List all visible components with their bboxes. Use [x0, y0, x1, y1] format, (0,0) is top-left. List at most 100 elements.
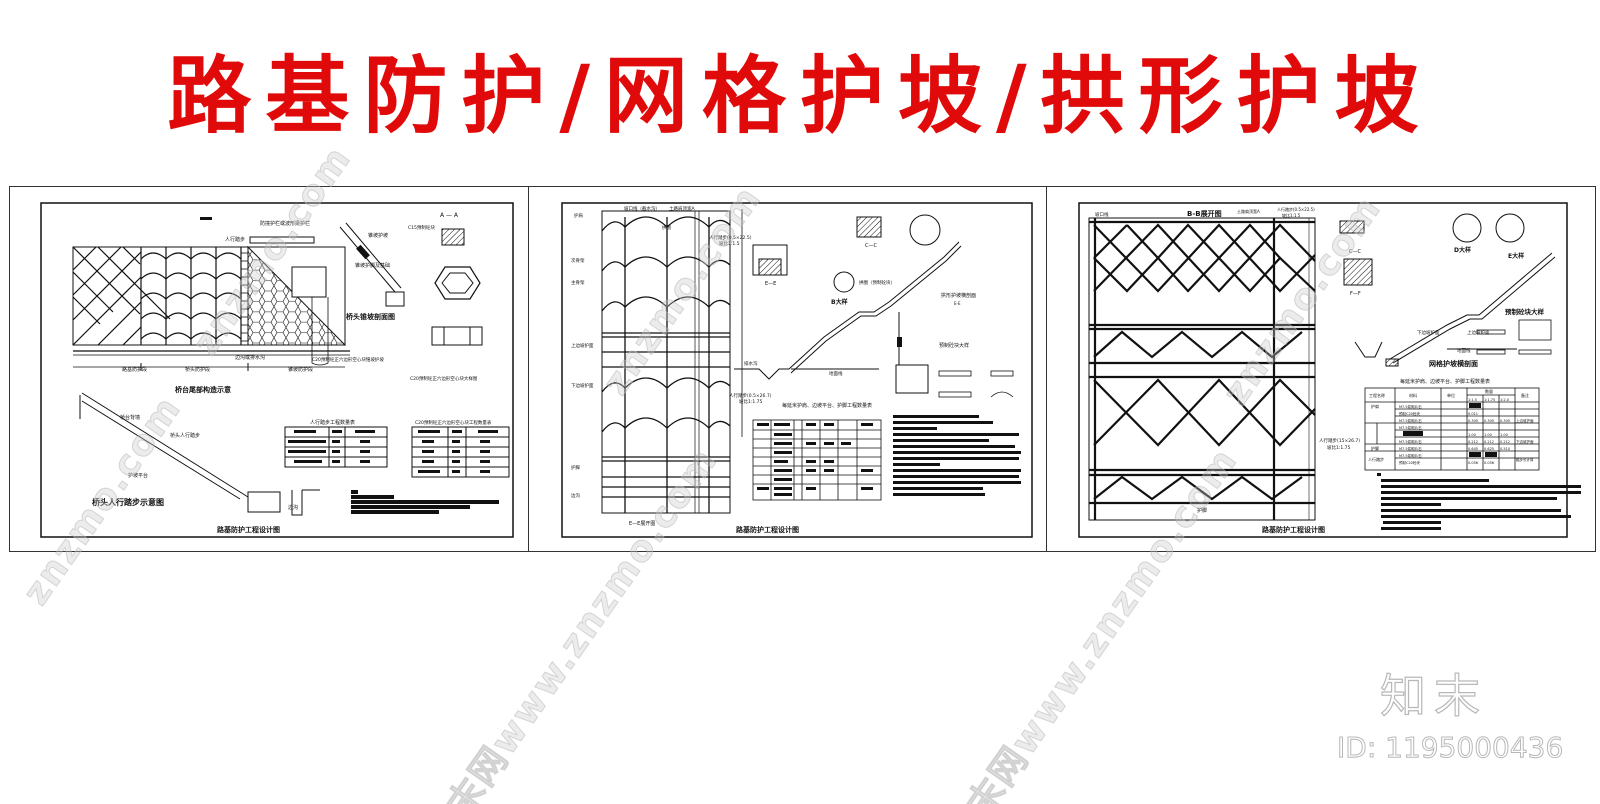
sheet-caption-2: 路基防护工程设计图: [736, 525, 799, 534]
label-bridgehead-steps: 桥头人行踏步: [170, 432, 200, 439]
section-title-2: 拱形护坡横剖面: [941, 292, 976, 299]
th-note: 备注: [1521, 392, 1529, 398]
label-toe-3: 护脚: [1197, 507, 1207, 514]
label-ditch: 边沟: [288, 504, 298, 511]
cell-value: 1.00: [1500, 433, 1508, 437]
th-unit: 单位: [1447, 392, 1455, 398]
label-stair-spec-2: 人行踏步(0.5×26.7): [729, 392, 772, 399]
sheet-caption-1: 路基防护工程设计图: [217, 525, 280, 534]
label-slope-ratio-3b: 坡比1:1.75: [1327, 444, 1351, 451]
label-arch-zone: 桥头防护段: [185, 366, 210, 373]
label-secondary-rib: 次骨架: [571, 257, 585, 264]
th-ratio-3: 1:2.0: [1500, 398, 1509, 402]
sheet-panel-3: B-B展开图 坡口线 土路肩顶宽A 人行踏步(0.5×22.5) 坡比1:1.5…: [1046, 187, 1597, 551]
cad-drawing-1: 路基防护段 桥头防护段 锥坡防护段 防撞护栏或波形梁护栏 人行踏步 边沟或排水沟…: [40, 202, 514, 538]
cell-note: 踏步长计算: [1516, 457, 1534, 462]
label-drain-ditch: 排水沟: [744, 360, 758, 367]
plan-title-3: B-B展开图: [1187, 209, 1222, 218]
th-name: 工程名称: [1369, 392, 1385, 398]
cell-note: 下边坡护面: [1516, 439, 1534, 444]
label-shoulder: 护肩: [574, 212, 583, 219]
cell-material: M7.5浆砌片石: [1399, 439, 1422, 444]
th-quantity: 数量: [1485, 388, 1493, 394]
cell-value: 0.625: [1484, 447, 1494, 451]
label-top-shoulder: 土路肩顶宽A: [669, 205, 695, 212]
cc-title: C—C: [865, 243, 877, 249]
detail-e-title: E大样: [1508, 252, 1524, 260]
label-stair-spec-3b: 人行踏步(15×26.7): [1319, 437, 1360, 444]
label-stair-spec: 人行踏步(0.5×22.5): [709, 234, 752, 241]
precast-detail-title: 预制砼块大样: [939, 342, 969, 349]
cell-material: M7.5浆砌片石: [1399, 418, 1422, 423]
cell-material: M7.5浆砌片石: [1399, 446, 1422, 451]
label-drain: 边沟或排水沟: [235, 354, 265, 361]
cell-material: M7.5浆砌片石: [1399, 425, 1422, 430]
ee-title: E—E: [765, 281, 776, 287]
cell-value: 0.305: [1468, 419, 1478, 423]
label-slope-ratio: 坡比1:1.5: [719, 240, 740, 247]
cell-material: 预制C20砼块: [1399, 460, 1420, 465]
cell-material: M7.5浆砌片石: [1399, 453, 1422, 458]
label-cone-protect: 锥坡护坡: [368, 232, 388, 239]
label-arch-ring: 拱圈: [662, 224, 671, 231]
label-precast-c15: C15预制砼块: [408, 224, 435, 231]
label-ground-line: 地面线: [829, 370, 843, 377]
label-crest-line: 坡口线（截水沟）: [624, 205, 660, 212]
sheet-panel-2: 坡口线（截水沟） 土路肩顶宽A 护肩 拱圈 次骨架 主骨架 上边坡护面 下边坡护…: [528, 187, 1046, 551]
label-slope-ratio-2: 坡比1:1.75: [739, 398, 763, 405]
label-walkway: 人行踏步: [225, 236, 245, 243]
section-sub-2: E-E: [954, 301, 961, 306]
label-hex-block: C20预制砼正六边形空心块锥坡护坡: [312, 356, 384, 363]
drawing-sheet-strip: 路基防护段 桥头防护段 锥坡防护段 防撞护栏或波形梁护栏 人行踏步 边沟或排水沟…: [9, 186, 1596, 552]
section-title: 桥头锥坡剖面图: [346, 312, 395, 321]
table-title-3: 每延米护肩、边坡平台、护脚工程数量表: [1400, 378, 1490, 385]
section-title-3: 网格护坡横剖面: [1429, 359, 1478, 368]
th-ratio-2: 1:1.75: [1484, 398, 1495, 402]
label-main-rib: 主骨架: [571, 279, 585, 286]
label-slope-ratio-3: 坡比1:1.5: [1282, 212, 1301, 218]
label-slope-platform: 护坡平台: [128, 472, 148, 479]
cell-value: 0.056: [1484, 461, 1494, 465]
detail-d-title: D大样: [1454, 246, 1471, 254]
ff-title-3: F—F: [1350, 291, 1361, 297]
hex-detail-title: C20预制砼正六边形空心块大样图: [410, 375, 478, 382]
aa-title: A — A: [440, 212, 459, 219]
label-cone-zone: 锥坡防护段: [288, 366, 313, 373]
label-lower-platform: 下边坡护面: [571, 382, 594, 389]
cell-value: 1.00: [1468, 433, 1476, 437]
cell-name: 护脚: [1371, 445, 1379, 451]
cell-value: 0.212: [1484, 440, 1494, 444]
table-1-title: 人行踏步工程数量表: [310, 419, 355, 426]
stair-title: 桥头人行踏步示意图: [92, 497, 164, 507]
th-ratio-1: 1:1.5: [1468, 398, 1477, 402]
cell-value: 1.00: [1484, 433, 1492, 437]
cell-value: 0.510: [1500, 447, 1510, 451]
label-grid-zone: 路基防护段: [122, 366, 147, 373]
brand-id: ID: 1195000436: [1336, 731, 1564, 765]
label-upper-platform: 上边坡护面: [571, 342, 594, 349]
cell-note: 上边坡护面: [1516, 418, 1534, 423]
cell-material: M7.5浆砌片石: [1399, 404, 1422, 409]
cell-name: 护肩: [1371, 403, 1379, 409]
cell-value: 0.645: [1468, 447, 1478, 451]
label-lower-platform-3: 下边坡护面: [1417, 329, 1440, 336]
cell-value: 0.305: [1484, 419, 1494, 423]
brand-logo: 知末: [1379, 668, 1488, 723]
cad-drawing-3: B-B展开图 坡口线 土路肩顶宽A 人行踏步(0.5×22.5) 坡比1:1.5…: [1078, 202, 1581, 538]
sheet-caption-3: 路基防护工程设计图: [1262, 525, 1325, 534]
label-precast: 拱圈（预制砼块）: [859, 279, 895, 286]
label-toe: 护脚: [571, 464, 580, 471]
detail-b-title: B大样: [831, 298, 848, 306]
cell-value: 0.056: [1468, 461, 1478, 465]
cell-name: 人行踏步: [1368, 456, 1384, 462]
cc-title-3: C—C: [1349, 249, 1361, 255]
cell-value: 0.212: [1468, 440, 1478, 444]
label-crest-line-3: 坡口线: [1095, 211, 1109, 218]
label-top-shoulder-3: 土路肩顶宽A: [1237, 208, 1260, 214]
label-cone-foot: 锥坡护脚及基础: [355, 262, 390, 269]
cell-value: 0.212: [1500, 440, 1510, 444]
cell-material: 预制C20砼块: [1399, 411, 1420, 416]
label-abutment-wall: 桥台背墙: [120, 414, 140, 421]
th-material: 材料: [1409, 392, 1417, 398]
precast-detail-title-3: 预制砼块大样: [1505, 307, 1545, 316]
